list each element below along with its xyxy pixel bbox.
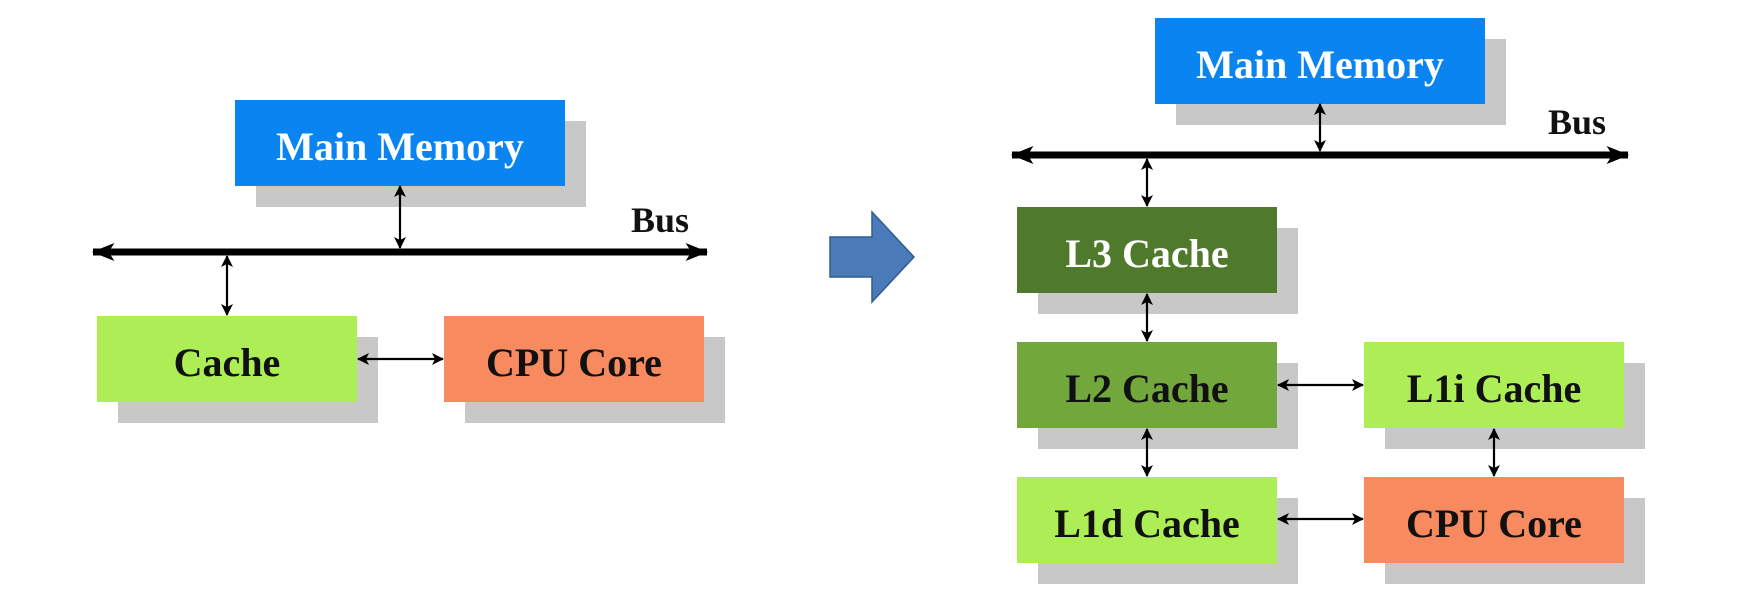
right-l3-cache-box: L3 Cache (1017, 207, 1298, 314)
right-cpu-core-box: CPU Core (1364, 477, 1645, 584)
left-cpu-core-rect (444, 316, 704, 402)
right-l2-cache-box: L2 Cache (1017, 342, 1298, 449)
left-cache-box: Cache (97, 316, 378, 423)
right-l1d-cache-label: L1d Cache (1054, 501, 1240, 546)
right-l1i-cache-rect (1364, 342, 1624, 428)
right-main-memory-label: Main Memory (1196, 42, 1444, 87)
right-cpu-core-label: CPU Core (1406, 501, 1582, 546)
left-main-memory-box: Main Memory (235, 100, 586, 207)
left-cache-label: Cache (174, 340, 281, 385)
right-l2-cache-rect (1017, 342, 1277, 428)
right-main-memory-box: Main Memory (1155, 18, 1506, 125)
left-main-memory-label: Main Memory (276, 124, 524, 169)
left-diagram: Main Memory Bus Cache CPU Core (91, 100, 725, 423)
right-l3-cache-rect (1017, 207, 1277, 293)
right-block-arrow-icon (829, 210, 916, 304)
right-l3-cache-label: L3 Cache (1065, 231, 1228, 276)
left-cpu-core-label: CPU Core (486, 340, 662, 385)
right-l1d-cache-rect (1017, 477, 1277, 563)
right-bus-label: Bus (1548, 102, 1606, 142)
right-l1d-cache-box: L1d Cache (1017, 477, 1298, 584)
right-l1i-cache-box: L1i Cache (1364, 342, 1645, 449)
left-cache-rect (97, 316, 357, 402)
right-diagram: Main Memory Bus L3 Cache L2 Cache (1010, 18, 1645, 584)
left-bus-label: Bus (631, 200, 689, 240)
left-cpu-core-box: CPU Core (444, 316, 725, 423)
right-l1i-cache-label: L1i Cache (1407, 366, 1581, 411)
right-l2-cache-label: L2 Cache (1065, 366, 1228, 411)
right-cpu-core-rect (1364, 477, 1624, 563)
left-main-memory-rect (235, 100, 565, 186)
right-main-memory-rect (1155, 18, 1485, 104)
